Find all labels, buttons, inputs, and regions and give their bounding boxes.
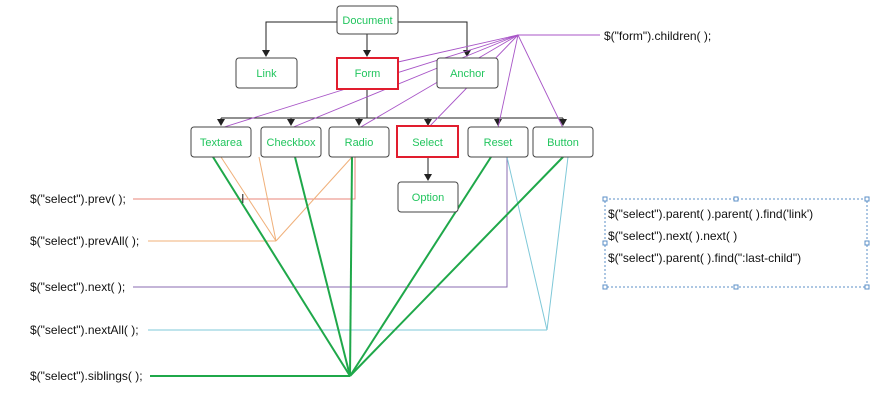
selected-textbox[interactable]: $("select").parent( ).parent( ).find('li… xyxy=(602,196,870,290)
node-button-label: Button xyxy=(547,137,579,149)
textbox-line-1: $("select").parent( ).parent( ).find('li… xyxy=(608,207,813,221)
node-checkbox-label: Checkbox xyxy=(267,137,316,149)
siblings-label: $("select").siblings( ); xyxy=(30,369,143,383)
node-document-label: Document xyxy=(342,15,392,27)
resize-handle-icon[interactable] xyxy=(602,196,870,290)
node-radio: Radio xyxy=(328,126,390,158)
node-document: Document xyxy=(336,5,399,35)
node-form: Form xyxy=(336,57,399,90)
node-radio-label: Radio xyxy=(345,137,374,149)
next-label: $("select").next( ); xyxy=(30,280,125,294)
textbox-line-2: $("select").next( ).next( ) xyxy=(608,229,737,243)
form-children-label: $("form").children( ); xyxy=(604,29,711,43)
node-reset: Reset xyxy=(467,126,529,158)
node-button: Button xyxy=(532,126,594,158)
node-select: Select xyxy=(396,125,459,158)
textbox-line-3: $("select").parent( ).find(":last-child"… xyxy=(608,251,801,265)
tree-connectors xyxy=(217,18,567,181)
text-cursor-icon: I xyxy=(241,192,245,206)
node-textarea-label: Textarea xyxy=(200,137,243,149)
node-reset-label: Reset xyxy=(484,137,513,149)
node-option: Option xyxy=(397,181,459,213)
node-checkbox: Checkbox xyxy=(260,126,322,158)
node-option-label: Option xyxy=(412,192,444,204)
siblings-lines xyxy=(150,156,564,377)
node-link-label: Link xyxy=(256,68,277,80)
nextall-label: $("select").nextAll( ); xyxy=(30,323,139,337)
prevall-lines xyxy=(148,156,353,242)
prev-label: $("select").prev( ); xyxy=(30,192,126,206)
prevall-label: $("select").prevAll( ); xyxy=(30,234,139,248)
prev-lines xyxy=(133,157,356,200)
nextall-lines xyxy=(148,156,569,331)
node-select-label: Select xyxy=(412,137,443,149)
node-textarea: Textarea xyxy=(190,126,252,158)
next-lines xyxy=(133,157,508,288)
node-link: Link xyxy=(235,57,298,89)
node-form-label: Form xyxy=(355,68,381,80)
node-anchor: Anchor xyxy=(436,57,499,89)
node-anchor-label: Anchor xyxy=(450,68,485,80)
